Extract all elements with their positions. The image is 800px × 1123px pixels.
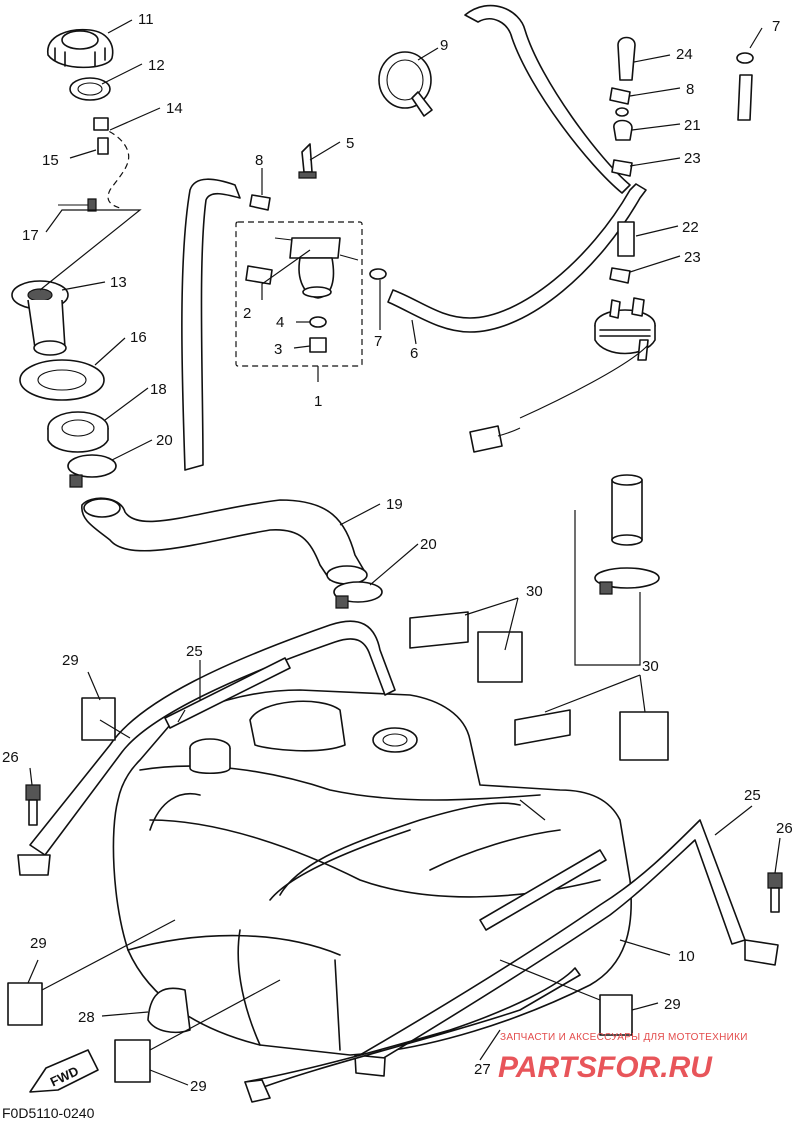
callout-5: 5	[346, 135, 354, 152]
leader-lines	[27, 19, 781, 1086]
diagram-code: F0D5110-0240	[2, 1105, 95, 1121]
callout-6: 6	[410, 345, 418, 362]
callout-19: 19	[386, 496, 403, 513]
callout-12: 12	[148, 57, 165, 74]
callout-26-left: 26	[2, 749, 19, 766]
callout-29-bottom: 29	[190, 1078, 207, 1095]
callout-16: 16	[130, 329, 147, 346]
callout-30-lower: 30	[642, 658, 659, 675]
callout-22: 22	[682, 219, 699, 236]
tank-strap-right	[354, 819, 779, 1077]
callout-20-lower: 20	[420, 536, 437, 553]
vent-fitting-5	[298, 143, 317, 179]
neck-gasket	[19, 359, 105, 401]
filler-hose	[81, 497, 368, 585]
callout-21: 21	[684, 117, 701, 134]
callout-9: 9	[440, 37, 448, 54]
callout-14: 14	[166, 100, 183, 117]
watermark-brand: PARTSFOR.RU	[498, 1051, 713, 1084]
callout-20-upper: 20	[156, 432, 173, 449]
tank-strap-left	[17, 620, 396, 876]
fwd-direction-arrow	[29, 1049, 99, 1093]
callout-24: 24	[676, 46, 693, 63]
pads	[7, 611, 669, 1083]
plug-3	[309, 337, 327, 353]
callout-28: 28	[78, 1009, 95, 1026]
clip-7-center	[369, 268, 387, 280]
o-ring-4	[309, 316, 327, 328]
callout-15: 15	[42, 152, 59, 169]
callout-labels: 11 12 14 15 17 13 16 18 20 19 20 9 5 8 2…	[2, 11, 793, 1095]
filler-neck	[11, 280, 69, 356]
callout-30-upper: 30	[526, 583, 543, 600]
callout-1: 1	[314, 393, 322, 410]
ring-nut	[47, 411, 109, 453]
callout-25-right: 25	[744, 787, 761, 804]
callout-8-left: 8	[255, 152, 263, 169]
band-9	[378, 51, 433, 117]
tether-chain	[93, 117, 130, 209]
callout-23-lower: 23	[684, 249, 701, 266]
watermark-caption: ЗАПЧАСТИ И АКСЕССУАРЫ ДЛЯ МОТОТЕХНИКИ	[500, 1032, 748, 1043]
callout-17: 17	[22, 227, 39, 244]
callout-4: 4	[276, 314, 284, 331]
fuel-filter	[274, 237, 359, 299]
screw-17	[58, 198, 97, 212]
fuel-sender-unit	[469, 297, 660, 666]
fuel-line-right	[609, 36, 754, 284]
callout-3: 3	[274, 341, 282, 358]
bracket-2	[245, 265, 273, 285]
callout-29-right: 29	[664, 996, 681, 1013]
callout-8-right: 8	[686, 81, 694, 98]
hose-clamp-upper	[67, 454, 117, 488]
callout-10: 10	[678, 948, 695, 965]
watermark: ЗАПЧАСТИ И АКСЕССУАРЫ ДЛЯ МОТОТЕХНИКИ PA…	[498, 1032, 748, 1084]
callout-7-right: 7	[772, 18, 780, 35]
clip-8-left	[249, 194, 271, 211]
bolt-26-left	[25, 784, 41, 826]
fuel-cap	[47, 28, 114, 69]
callout-26-right: 26	[776, 820, 793, 837]
callout-2: 2	[243, 305, 251, 322]
hose-clamp-lower	[333, 581, 383, 609]
callout-18: 18	[150, 381, 167, 398]
base-rail	[244, 967, 581, 1103]
fuel-tank	[112, 689, 633, 1056]
callout-13: 13	[110, 274, 127, 291]
cap-gasket	[69, 77, 111, 101]
callout-29-top: 29	[62, 652, 79, 669]
callout-23-upper: 23	[684, 150, 701, 167]
callout-11: 11	[138, 11, 154, 28]
callout-27: 27	[474, 1061, 491, 1078]
callout-7-center: 7	[374, 333, 382, 350]
callout-29-left: 29	[30, 935, 47, 952]
fuel-hose	[387, 4, 647, 333]
callout-25-left: 25	[186, 643, 203, 660]
breather-hose-loop	[181, 178, 241, 471]
bolt-26-right	[767, 872, 783, 913]
